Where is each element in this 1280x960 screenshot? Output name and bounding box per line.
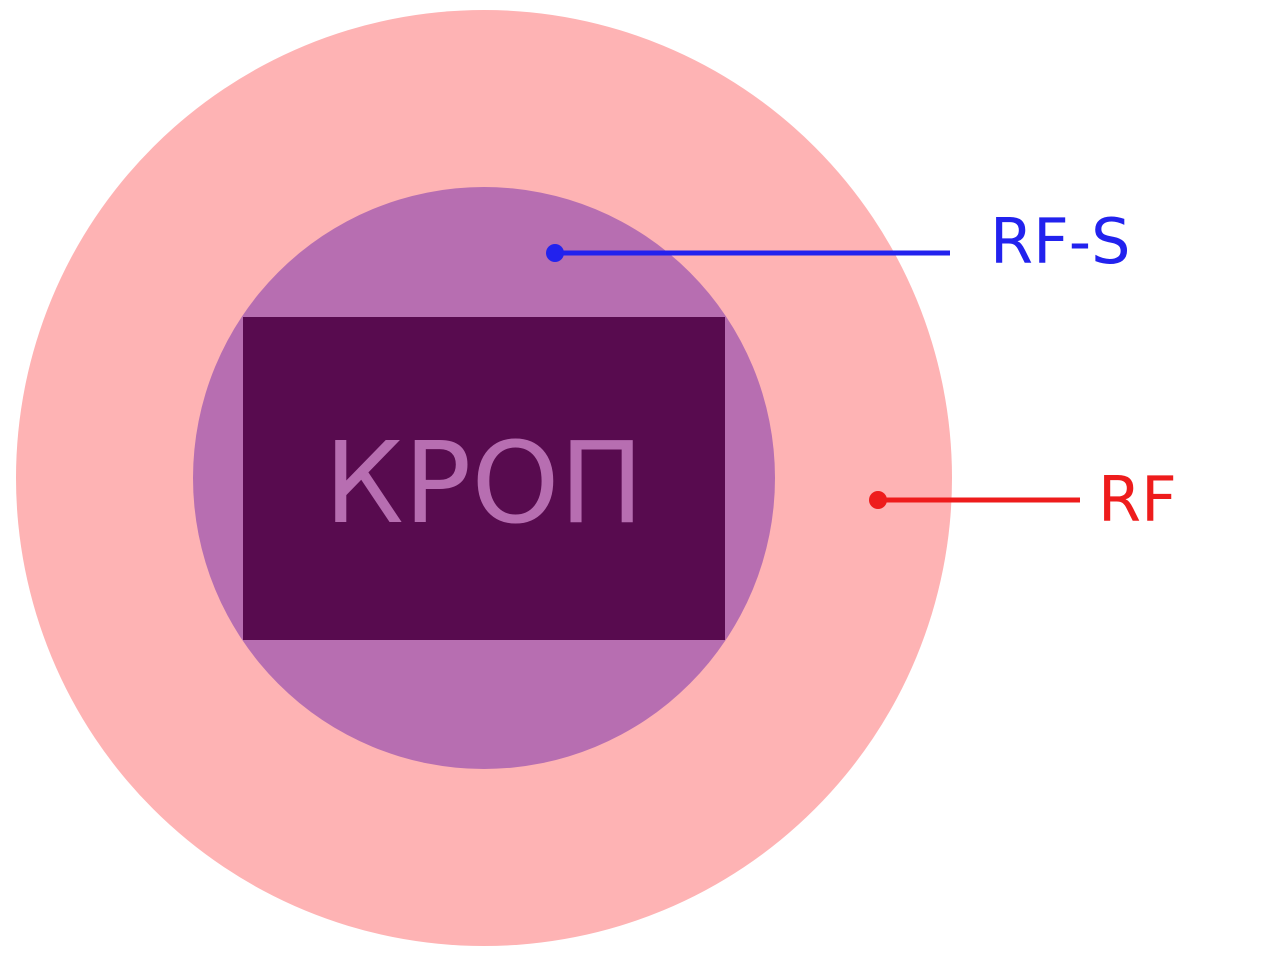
rf-s-label: RF-S — [990, 205, 1130, 278]
rf-leader-dot — [869, 491, 887, 509]
crop-label: КРОП — [324, 419, 643, 549]
crop-rect — [243, 317, 725, 640]
rf-s-leader-dot — [546, 244, 564, 262]
rf-label: RF — [1098, 463, 1177, 536]
